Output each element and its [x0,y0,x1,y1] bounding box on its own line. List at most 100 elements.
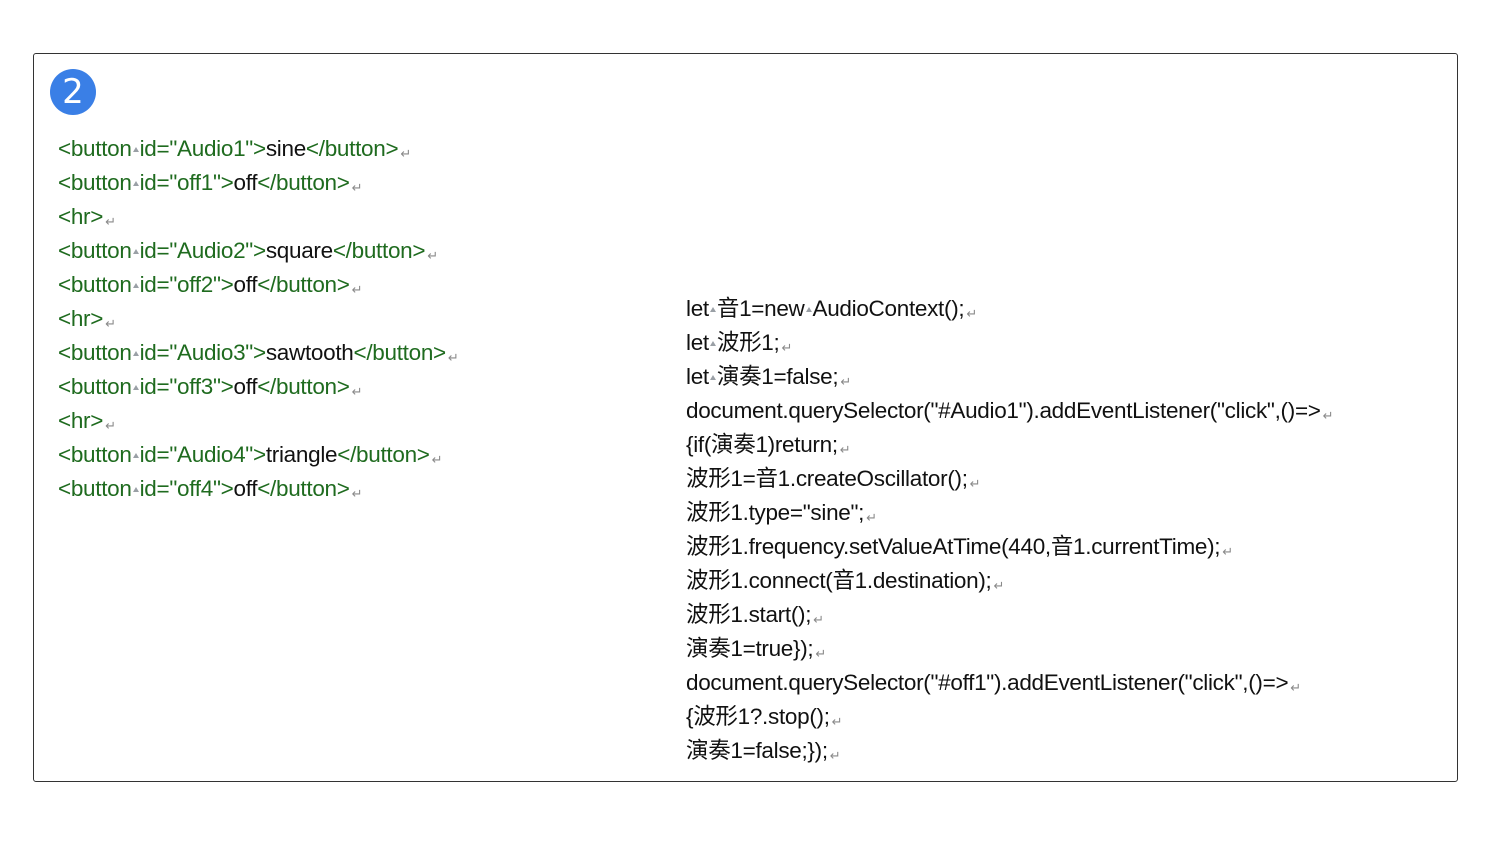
html-tag-close: </button> [257,272,350,297]
html-attribute: id="off2"> [139,272,234,297]
html-code-line: <button id="Audio4">triangle</button>↵ [58,438,458,472]
return-mark-icon: ↵ [840,375,851,390]
js-code-line: {if(演奏1)return;↵ [686,428,1333,462]
return-mark-icon: ↵ [866,511,877,526]
html-text: sawtooth [265,340,354,365]
html-attribute: id="Audio4"> [139,442,267,467]
js-code-line: document.querySelector("#Audio1").addEve… [686,394,1334,428]
html-tag-open: <button [58,170,132,195]
js-code-line: 演奏1=false;});↵ [686,734,1333,768]
js-code-line: 波形1.type="sine";↵ [686,496,1333,530]
return-mark-icon: ↵ [427,249,438,264]
html-tag-close: </button> [257,374,350,399]
html-attribute: id="Audio3"> [139,340,267,365]
return-mark-icon: ↵ [400,147,411,162]
return-mark-icon: ↵ [351,487,363,502]
js-code-line: 波形1=音1.createOscillator();↵ [686,462,1333,496]
return-mark-icon: ↵ [839,443,851,458]
html-code-line: <hr>↵ [58,200,458,234]
js-code-line: 波形1.frequency.setValueAtTime(440,音1.curr… [686,530,1333,564]
html-code-line: <button id="off4">off</button>↵ [58,472,458,506]
js-code-segment: 音1=new [716,296,805,321]
html-tag-close: </button> [257,476,350,501]
html-tag-open: <button [58,442,132,467]
return-mark-icon: ↵ [351,385,363,400]
html-tag-open: <button [58,136,132,161]
js-code-segment: 波形1.type="sine"; [686,500,865,525]
js-code-segment: document.querySelector("#off1").addEvent… [686,670,1289,695]
html-tag-open: <button [58,238,132,263]
return-mark-icon: ↵ [105,215,116,230]
html-tag-open: <button [58,374,132,399]
html-text: sine [265,136,306,161]
return-mark-icon: ↵ [831,715,843,730]
html-tag-close: </button> [353,340,447,365]
return-mark-icon: ↵ [447,351,459,366]
html-attribute: id="off3"> [139,374,234,399]
html-tag-open: <hr> [58,408,104,433]
js-code-segment: 波形1=音1.createOscillator(); [686,466,968,491]
html-tag-open: <button [58,476,132,501]
js-code-segment: {if(演奏1)return; [686,432,838,457]
html-tag-open: <hr> [58,204,104,229]
return-mark-icon: ↵ [351,283,363,298]
js-code-segment: 波形1.frequency.setValueAtTime(440,音1.curr… [686,534,1221,559]
js-code-line: let 波形1;↵ [686,326,1333,360]
html-attribute: id="Audio2"> [139,238,267,263]
return-mark-icon: ↵ [969,477,981,492]
html-text: off [233,374,258,399]
html-text: off [233,272,258,297]
html-attribute: id="off4"> [139,476,234,501]
return-mark-icon: ↵ [105,317,116,332]
html-text: triangle [265,442,338,467]
js-code-line: {波形1?.stop();↵ [686,700,1333,734]
js-code-segment: document.querySelector("#Audio1").addEve… [686,398,1321,423]
html-code-line: <hr>↵ [58,404,458,438]
html-code-line: <button id="off1">off</button>↵ [58,166,458,200]
return-mark-icon: ↵ [1290,681,1301,696]
return-mark-icon: ↵ [815,647,826,662]
html-attribute: id="off1"> [139,170,234,195]
html-attribute: id="Audio1"> [139,136,267,161]
html-tag-close: </button> [332,238,426,263]
html-text: off [233,170,258,195]
return-mark-icon: ↵ [105,419,116,434]
js-code-segment: 波形1; [716,330,780,355]
html-code-line: <button id="Audio2">square</button>↵ [58,234,458,268]
step-number-badge: 2 [50,69,96,115]
js-code-line: 演奏1=true});↵ [686,632,1333,666]
html-text: square [265,238,333,263]
return-mark-icon: ↵ [993,579,1005,594]
js-code-segment: 波形1.connect(音1.destination); [686,568,992,593]
return-mark-icon: ↵ [1222,545,1233,560]
return-mark-icon: ↵ [351,181,363,196]
return-mark-icon: ↵ [813,613,824,628]
html-tag-open: <hr> [58,306,104,331]
html-tag-close: </button> [337,442,430,467]
html-code-line: <hr>↵ [58,302,458,336]
js-code-line: document.querySelector("#off1").addEvent… [686,666,1333,700]
return-mark-icon: ↵ [1322,409,1334,424]
js-code-segment: 演奏1=false; [716,364,839,389]
html-tag-close: </button> [257,170,350,195]
html-code-line: <button id="Audio3">sawtooth</button>↵ [58,336,459,370]
js-code-segment: 波形1.start(); [686,602,812,627]
js-code-segment: {波形1?.stop(); [686,704,830,729]
code-panel-frame [33,53,1458,782]
js-code-segment: AudioContext(); [812,296,965,321]
html-text: off [233,476,258,501]
js-code-segment: 演奏1=false;}); [686,738,828,763]
return-mark-icon: ↵ [829,749,841,764]
html-tag-open: <button [58,340,132,365]
return-mark-icon: ↵ [781,341,793,356]
js-code-segment: let [686,330,709,355]
js-code-segment: let [686,296,709,321]
return-mark-icon: ↵ [431,453,443,468]
js-code-line: 波形1.start();↵ [686,598,1333,632]
